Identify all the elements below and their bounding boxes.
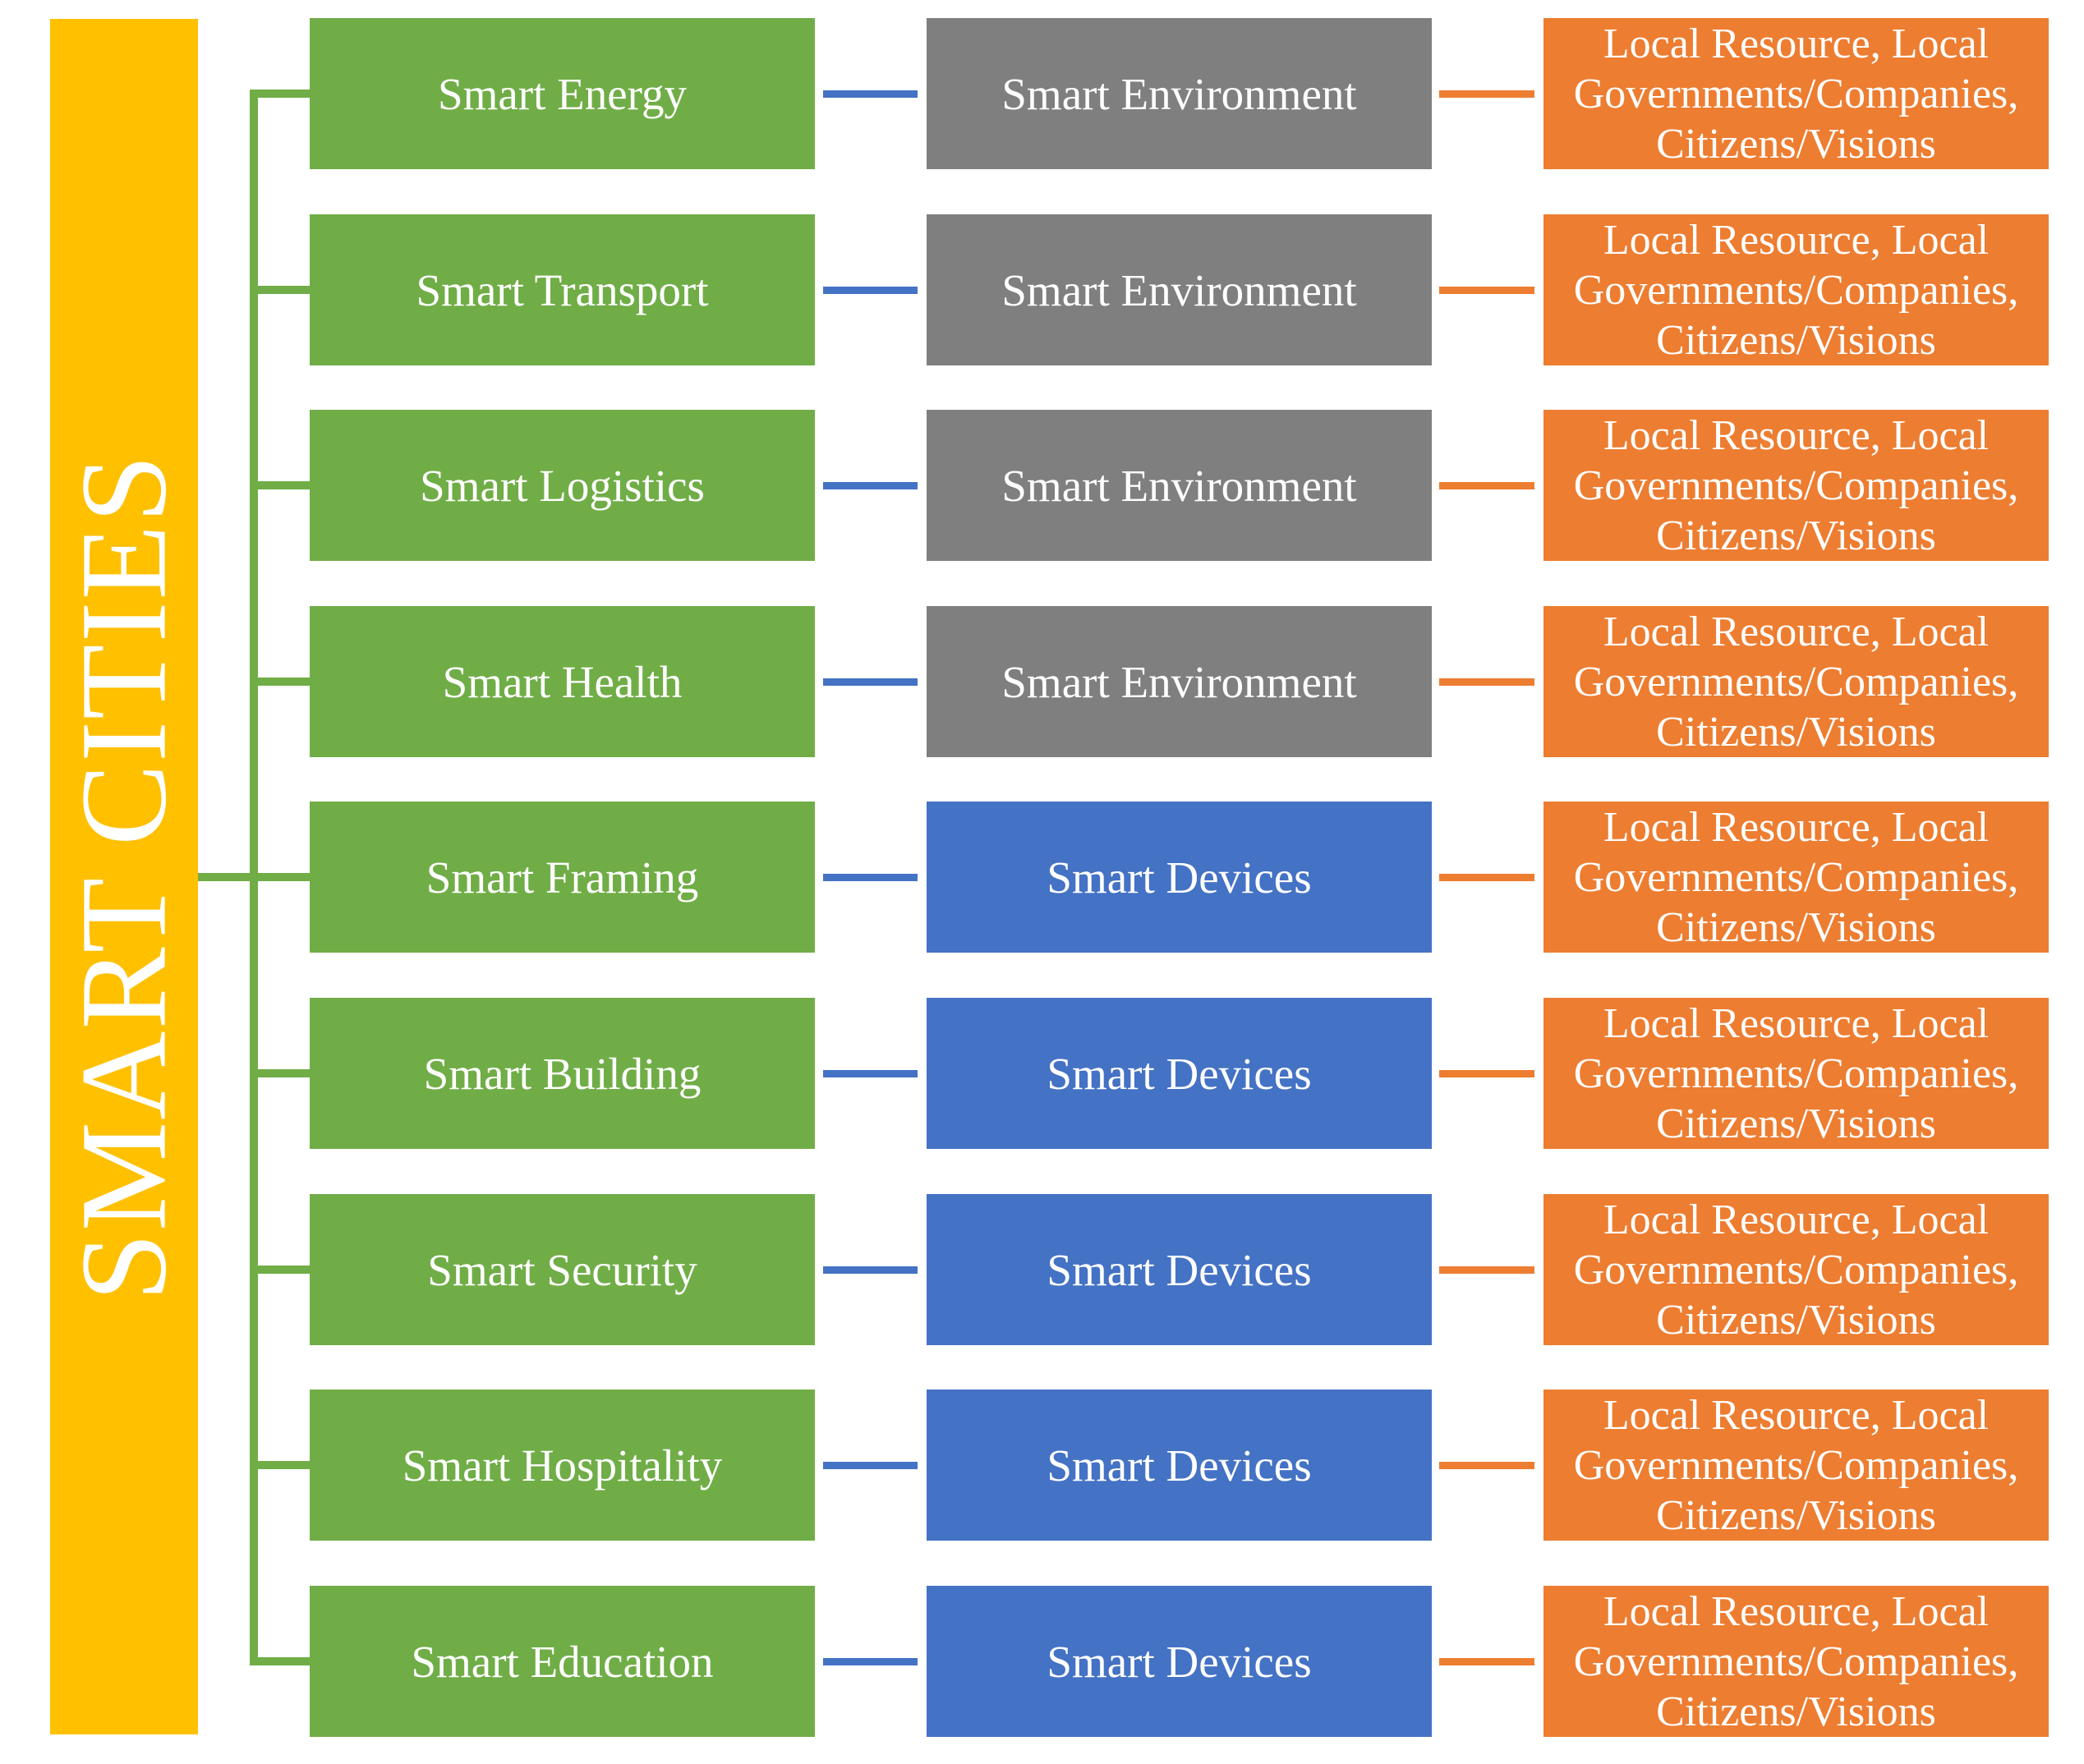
platform-label: Smart Devices — [1047, 1440, 1312, 1491]
connector-blue — [823, 1266, 918, 1274]
domain-label: Smart Framing — [426, 852, 699, 903]
domain-label: Smart Energy — [438, 68, 687, 119]
connector-stub-green — [250, 1266, 310, 1274]
stakeholder-label: Local Resource, Local Governments/Compan… — [1573, 803, 2019, 951]
platform-box: Smart Environment — [927, 214, 1432, 365]
connector-orange — [1439, 1658, 1534, 1665]
stakeholder-label: Local Resource, Local Governments/Compan… — [1573, 411, 2019, 559]
domain-box: Smart Logistics — [310, 410, 815, 561]
connector-blue — [823, 90, 918, 98]
connector-blue — [823, 874, 918, 881]
diagram-row: Smart Energy Smart Environment Local Res… — [0, 18, 2084, 169]
connector-orange — [1439, 482, 1534, 489]
diagram-row: Smart Building Smart Devices Local Resou… — [0, 998, 2084, 1149]
stakeholder-label: Local Resource, Local Governments/Compan… — [1573, 1196, 2019, 1344]
diagram-row: Smart Education Smart Devices Local Reso… — [0, 1586, 2084, 1737]
root-node-smart-cities: SMART CITIES — [50, 19, 198, 1734]
domain-label: Smart Building — [423, 1048, 702, 1099]
stakeholder-box: Local Resource, Local Governments/Compan… — [1543, 1390, 2049, 1541]
stakeholder-label: Local Resource, Local Governments/Compan… — [1573, 999, 2019, 1147]
stakeholder-label: Local Resource, Local Governments/Compan… — [1573, 1391, 2019, 1539]
platform-box: Smart Devices — [927, 1586, 1432, 1737]
domain-box: Smart Framing — [310, 802, 815, 953]
connector-blue — [823, 287, 918, 294]
platform-box: Smart Environment — [927, 18, 1432, 169]
platform-label: Smart Devices — [1047, 852, 1312, 903]
connector-orange — [1439, 874, 1534, 881]
connector-orange — [1439, 678, 1534, 686]
connector-orange — [1439, 1266, 1534, 1274]
domain-box: Smart Hospitality — [310, 1390, 815, 1541]
stakeholder-box: Local Resource, Local Governments/Compan… — [1543, 1586, 2049, 1737]
stakeholder-box: Local Resource, Local Governments/Compan… — [1543, 1194, 2049, 1345]
stakeholder-box: Local Resource, Local Governments/Compan… — [1543, 998, 2049, 1149]
connector-orange — [1439, 1462, 1534, 1469]
platform-box: Smart Devices — [927, 802, 1432, 953]
connector-stub-green — [250, 678, 310, 686]
domain-label: Smart Security — [427, 1244, 697, 1295]
connector-blue — [823, 678, 918, 686]
diagram-row: Smart Security Smart Devices Local Resou… — [0, 1194, 2084, 1345]
platform-label: Smart Environment — [1001, 460, 1357, 511]
platform-box: Smart Environment — [927, 606, 1432, 757]
connector-blue — [823, 482, 918, 489]
connector-orange — [1439, 90, 1534, 98]
platform-label: Smart Environment — [1001, 264, 1357, 315]
platform-label: Smart Devices — [1047, 1048, 1312, 1099]
domain-label: Smart Education — [411, 1636, 714, 1687]
connector-stub-green — [250, 481, 310, 489]
domain-box: Smart Health — [310, 606, 815, 757]
domain-box: Smart Education — [310, 1586, 815, 1737]
connector-stub-green — [250, 1069, 310, 1077]
connector-orange — [1439, 1070, 1534, 1077]
domain-box: Smart Energy — [310, 18, 815, 169]
stakeholder-label: Local Resource, Local Governments/Compan… — [1573, 1587, 2019, 1735]
domain-label: Smart Transport — [416, 264, 709, 315]
domain-box: Smart Security — [310, 1194, 815, 1345]
connector-stub-green — [250, 1657, 310, 1665]
platform-box: Smart Devices — [927, 998, 1432, 1149]
stakeholder-box: Local Resource, Local Governments/Compan… — [1543, 18, 2049, 169]
domain-box: Smart Transport — [310, 214, 815, 365]
domain-label: Smart Health — [442, 656, 683, 707]
diagram-row: Smart Transport Smart Environment Local … — [0, 214, 2084, 365]
connector-orange — [1439, 287, 1534, 294]
platform-box: Smart Devices — [927, 1194, 1432, 1345]
diagram-row: Smart Health Smart Environment Local Res… — [0, 606, 2084, 757]
connector-stub-green — [250, 286, 310, 294]
connector-stub-green — [250, 90, 310, 98]
connector-stub-green — [250, 873, 310, 881]
platform-label: Smart Environment — [1001, 656, 1357, 707]
connector-blue — [823, 1070, 918, 1077]
domain-label: Smart Hospitality — [402, 1440, 723, 1491]
platform-label: Smart Devices — [1047, 1244, 1312, 1295]
platform-label: Smart Devices — [1047, 1636, 1312, 1687]
stakeholder-box: Local Resource, Local Governments/Compan… — [1543, 802, 2049, 953]
platform-box: Smart Devices — [927, 1390, 1432, 1541]
stakeholder-label: Local Resource, Local Governments/Compan… — [1573, 20, 2019, 168]
diagram-row: Smart Hospitality Smart Devices Local Re… — [0, 1390, 2084, 1541]
stakeholder-box: Local Resource, Local Governments/Compan… — [1543, 410, 2049, 561]
connector-blue — [823, 1462, 918, 1469]
platform-label: Smart Environment — [1001, 68, 1357, 119]
diagram-row: Smart Framing Smart Devices Local Resour… — [0, 802, 2084, 953]
connector-stub-green — [250, 1461, 310, 1469]
domain-label: Smart Logistics — [420, 460, 705, 511]
stakeholder-label: Local Resource, Local Governments/Compan… — [1573, 608, 2019, 756]
stakeholder-box: Local Resource, Local Governments/Compan… — [1543, 214, 2049, 365]
diagram-row: Smart Logistics Smart Environment Local … — [0, 410, 2084, 561]
platform-box: Smart Environment — [927, 410, 1432, 561]
stakeholder-box: Local Resource, Local Governments/Compan… — [1543, 606, 2049, 757]
stakeholder-label: Local Resource, Local Governments/Compan… — [1573, 216, 2019, 364]
connector-blue — [823, 1658, 918, 1665]
domain-box: Smart Building — [310, 998, 815, 1149]
